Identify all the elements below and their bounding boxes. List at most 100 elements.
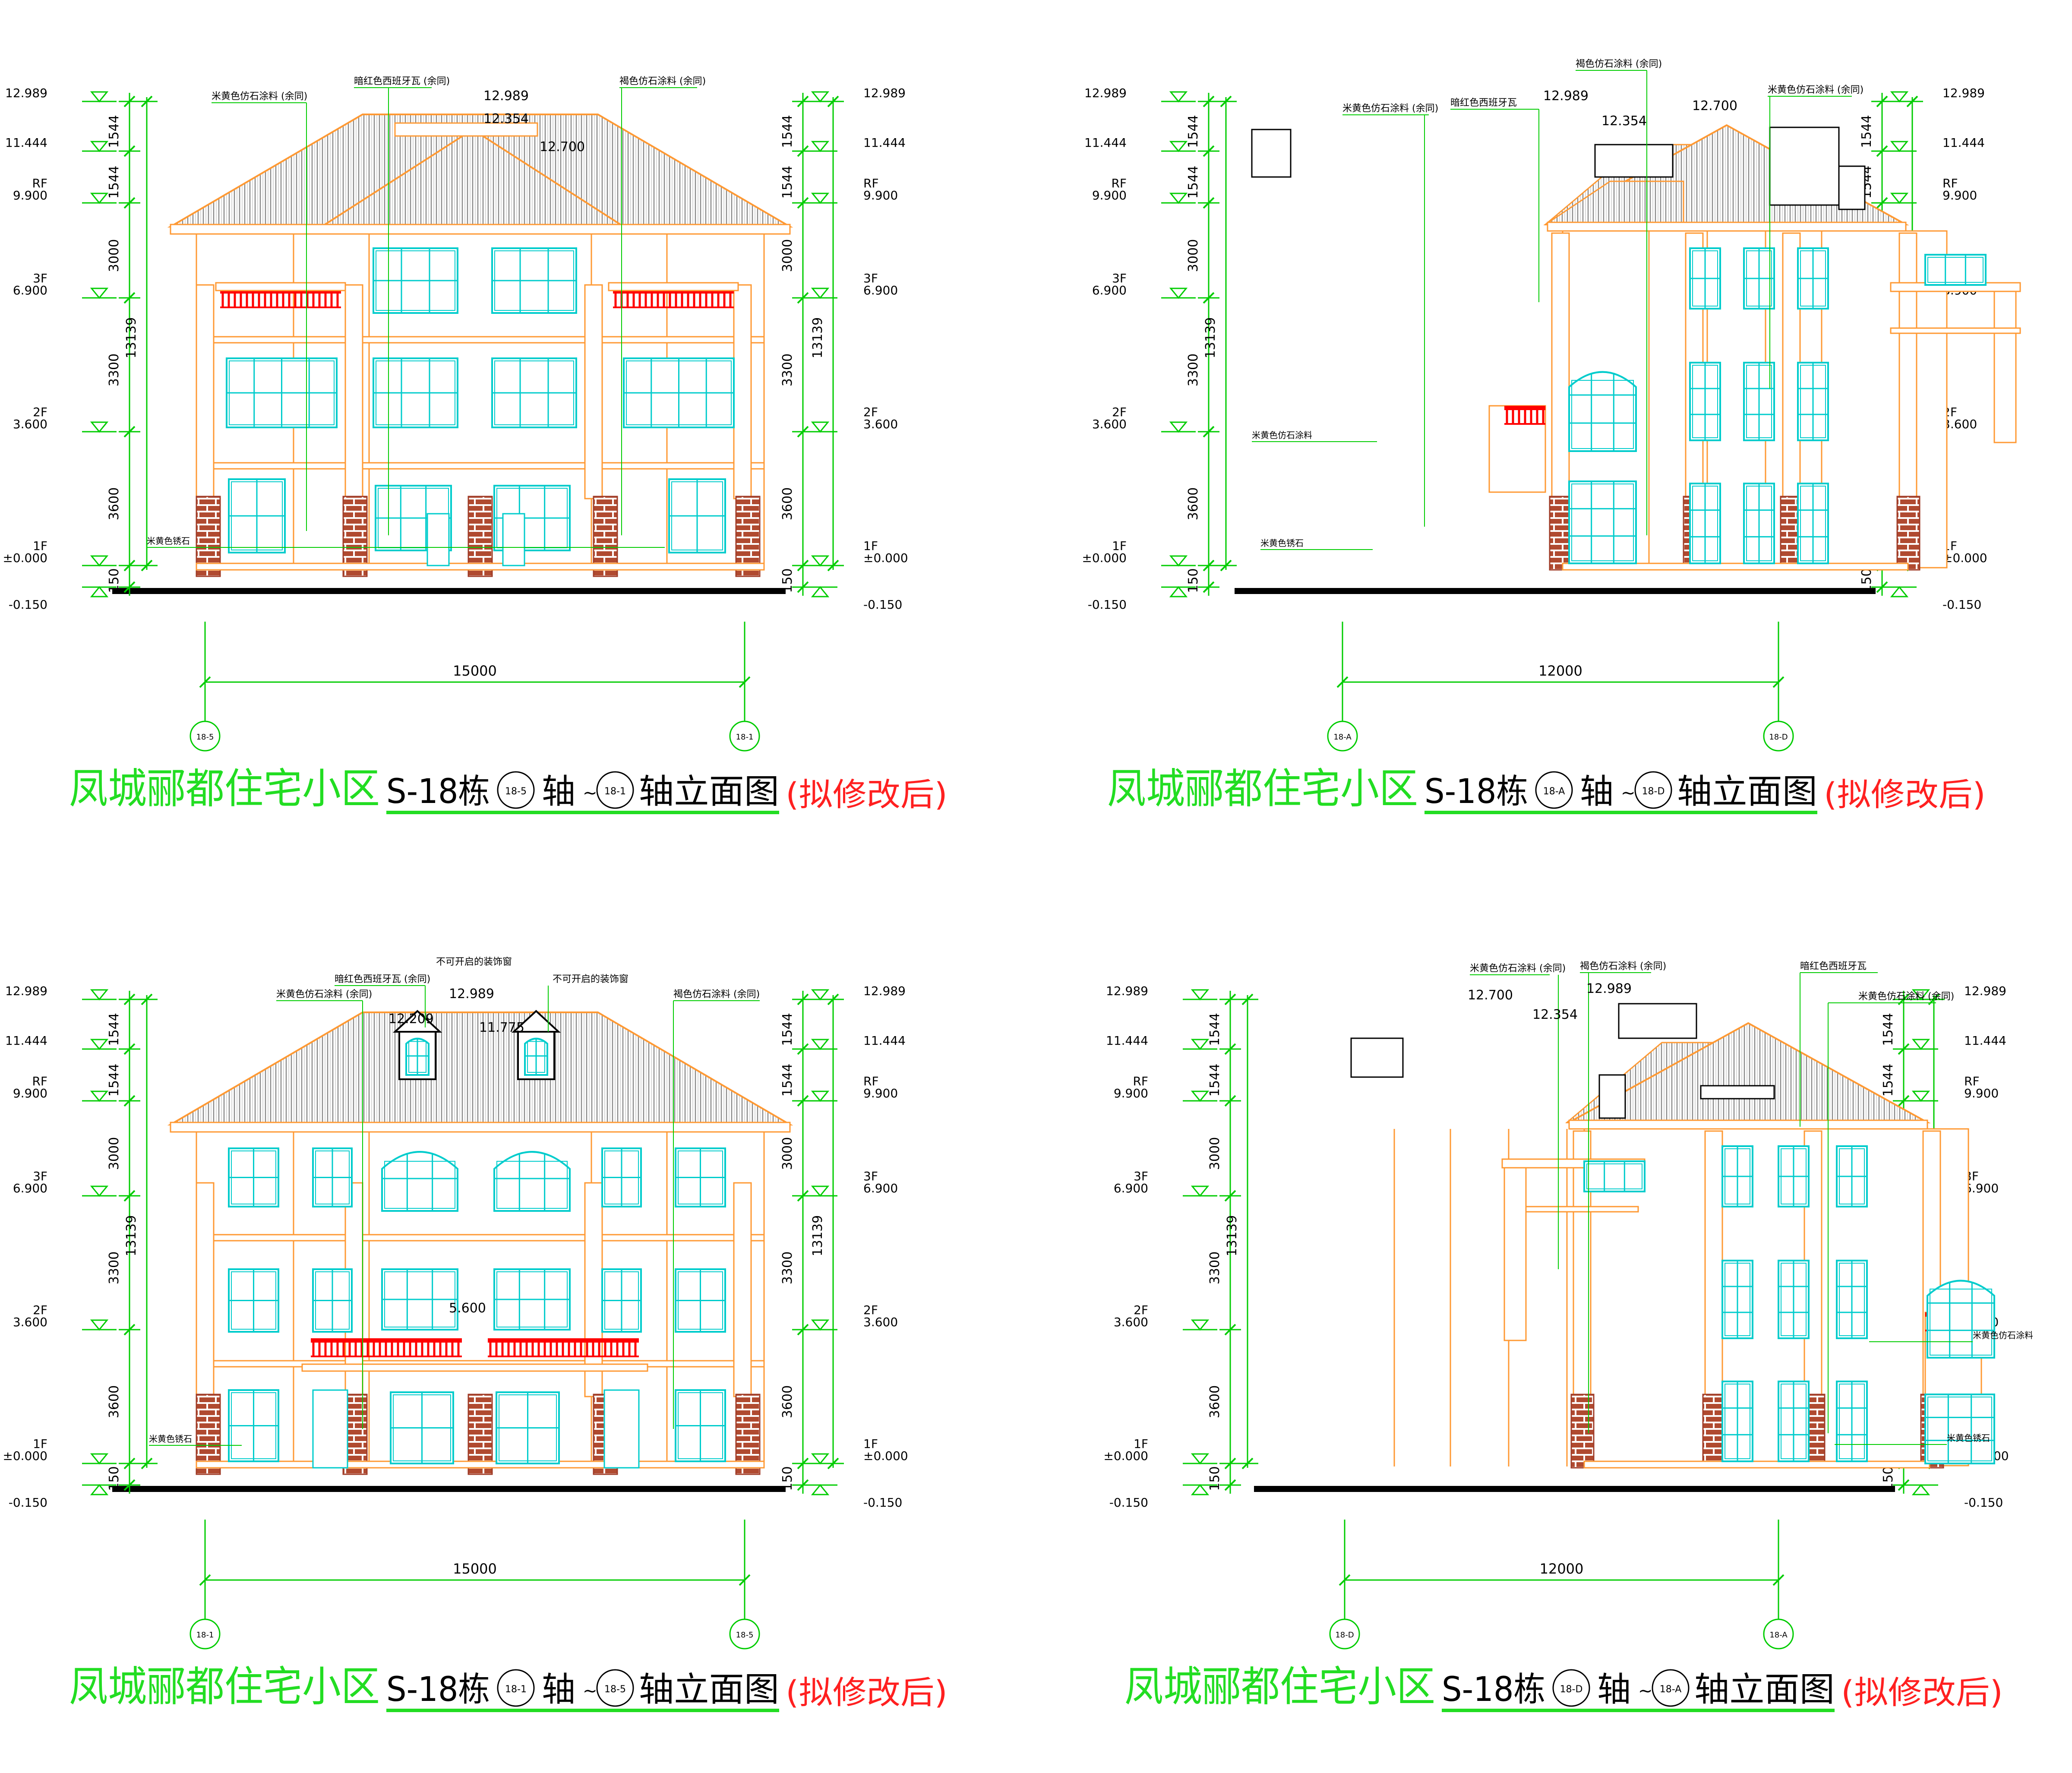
window [1778, 1260, 1810, 1339]
dim-slash [827, 559, 839, 572]
level-value: 12.989 [1942, 86, 1985, 100]
level-mark: 12.989 [803, 86, 906, 103]
window [491, 247, 577, 314]
dim-slash [141, 993, 153, 1005]
level-value: 12.989 [5, 86, 47, 100]
floor-dim-text: 1544 [107, 1064, 122, 1097]
level-triangle [90, 288, 109, 299]
level-value: -0.150 [1964, 1495, 2003, 1510]
axis-bubble [1763, 1618, 1794, 1650]
dim-slash [141, 1457, 153, 1470]
axis-bubble [1329, 1618, 1360, 1650]
level-value: 6.900 [1114, 1181, 1148, 1195]
floor-dim-text: 1544 [1186, 166, 1201, 199]
title-tilde: ~ [583, 783, 597, 803]
level-triangle [811, 1484, 830, 1495]
width-dim-text: 15000 [453, 663, 497, 679]
level-value: 11.444 [1964, 1033, 2006, 1048]
railing-top [613, 289, 734, 294]
level-triangle [90, 1319, 109, 1331]
level-triangle [811, 1453, 830, 1465]
window [1778, 1145, 1810, 1207]
axis-bubble [1327, 721, 1358, 752]
level-value: 3.600 [1942, 417, 1977, 431]
floor-dim-text: 3000 [107, 239, 122, 272]
window [524, 1037, 548, 1076]
dim-slash [123, 1457, 136, 1470]
window [675, 1147, 726, 1207]
dim-slash [827, 1457, 839, 1470]
level-value: 11.444 [1084, 136, 1127, 150]
level-value: ±0.000 [863, 551, 908, 565]
terrace-band [1890, 327, 2021, 334]
level-mark: 3F6.900 [1114, 1169, 1217, 1197]
floor-dim-text: 150 [1881, 1466, 1896, 1491]
column [1704, 1130, 1723, 1395]
window-inner [496, 1161, 568, 1209]
material-note: 暗红色西班牙瓦 (余同) [354, 76, 450, 87]
axis-bubble-text: 18-A [1543, 786, 1565, 797]
floor-dim-text: 1544 [107, 1013, 122, 1046]
roof-parapet [1594, 144, 1674, 178]
balcony-railing [220, 289, 341, 308]
window [668, 478, 726, 553]
level-triangle [1890, 586, 1909, 597]
dim-slash [797, 1324, 809, 1336]
window [1689, 362, 1721, 441]
axis-bubble [1634, 771, 1672, 809]
width-dim-text: 12000 [1538, 663, 1582, 679]
dim-slash [1224, 1457, 1236, 1470]
floor-dim-text: 150 [107, 1466, 122, 1491]
dim-slash [1336, 676, 1349, 688]
dim-slash [123, 559, 136, 572]
dim-slash [1224, 1324, 1236, 1336]
level-triangle [811, 1039, 830, 1050]
axis-bubble-text: 18-D [1642, 786, 1665, 797]
roof-stair-tower [1769, 126, 1840, 206]
eave-band [1568, 1119, 1928, 1130]
level-value: 11.444 [863, 1033, 906, 1048]
column [344, 284, 363, 499]
terrace-band [1525, 1206, 1639, 1213]
window [1568, 371, 1637, 452]
level-triangle [1191, 1319, 1210, 1331]
window [1583, 1160, 1646, 1192]
dormer-left [392, 1010, 442, 1080]
level-mark-base: -0.150 [803, 1484, 902, 1510]
level-name: 3F [863, 1169, 878, 1183]
floor-dim-text: 1544 [780, 1013, 795, 1046]
dim-slash [123, 426, 136, 438]
dim-slash [1220, 559, 1232, 572]
floor-dim-text: 1544 [1186, 115, 1201, 148]
material-note: 米黄色仿石涂料 (余同) [1858, 991, 1954, 1002]
dim-slash [1772, 676, 1785, 688]
level-value: -0.150 [1109, 1495, 1148, 1510]
dim-slash [1224, 993, 1236, 1005]
level-triangle [1169, 586, 1188, 597]
level-value: 11.444 [5, 1033, 47, 1048]
dim-slash [123, 1043, 136, 1055]
level-mark-base: -0.150 [9, 586, 117, 612]
dim-slash [1876, 145, 1888, 157]
entry-door [426, 513, 450, 566]
level-mark: RF9.900 [803, 176, 898, 204]
total-dim-text: 13139 [124, 1215, 139, 1256]
level-value: 9.900 [1942, 188, 1977, 202]
level-triangle [1890, 141, 1909, 152]
window [1721, 1381, 1753, 1462]
title-note: (拟修改后) [1824, 776, 1986, 813]
level-value: ±0.000 [863, 1449, 908, 1463]
level-mark: 3F6.900 [1092, 271, 1196, 299]
window [1743, 362, 1775, 441]
window [381, 1151, 458, 1212]
material-notes: 暗红色西班牙瓦 (余同)褐色仿石涂料 (余同)米黄色仿石涂料 (余同)米黄色锈石… [147, 76, 706, 548]
window [1924, 254, 1987, 286]
level-name: RF [863, 176, 879, 190]
dim-slash [123, 993, 136, 1005]
level-value: 9.900 [13, 1086, 47, 1100]
window [601, 1268, 642, 1333]
dim-slash [123, 581, 136, 593]
level-mark-base: -0.150 [1088, 586, 1196, 612]
